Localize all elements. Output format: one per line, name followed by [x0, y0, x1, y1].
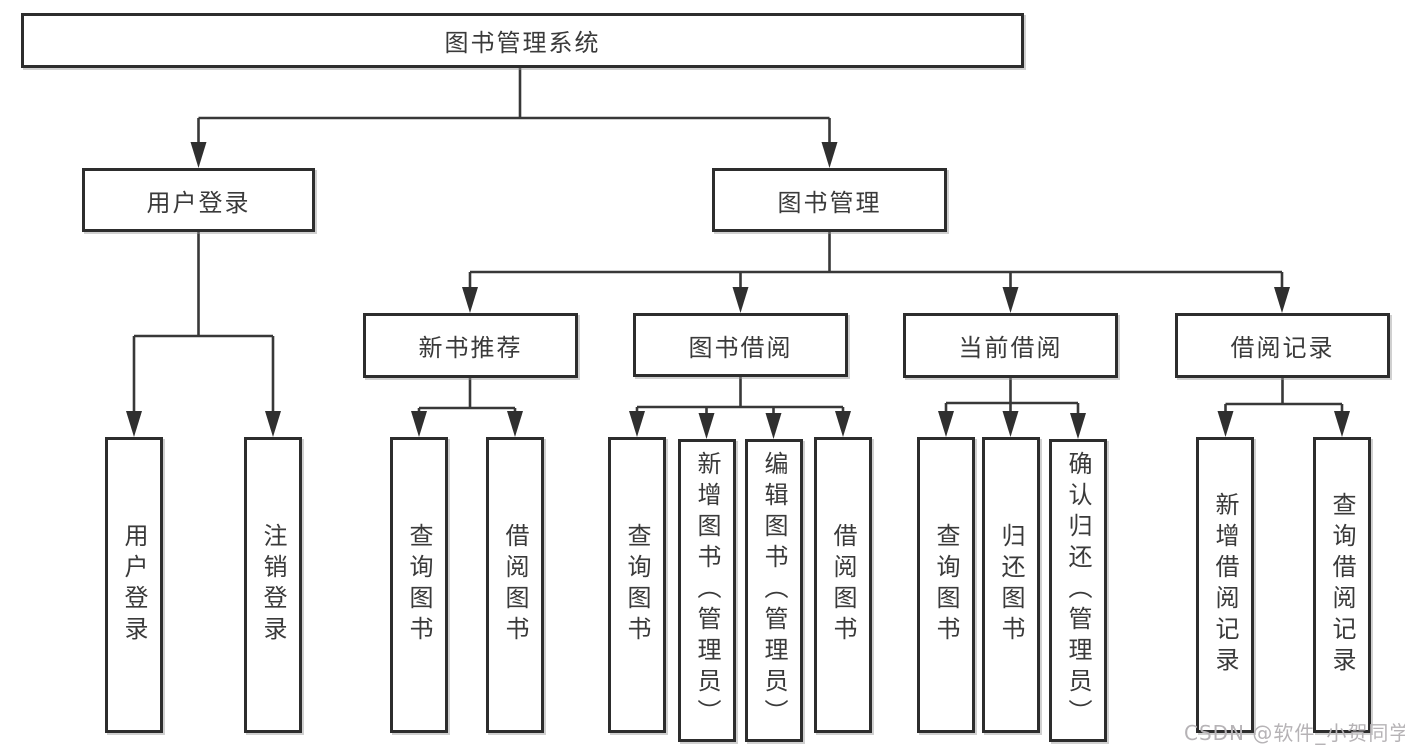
node-borrow-records: 借阅记录 — [1175, 313, 1390, 378]
leaf-confirm-return-admin: 确认归还（管理员） — [1049, 439, 1107, 742]
node-label: 借阅记录 — [1230, 334, 1335, 362]
node-label: 当前借阅 — [958, 334, 1063, 362]
node-label: 编辑图书（管理员） — [760, 451, 788, 730]
node-label: 用户登录 — [120, 523, 148, 647]
node-current-borrow: 当前借阅 — [903, 313, 1118, 378]
node-label: 查询图书 — [405, 523, 433, 647]
node-book-borrow: 图书借阅 — [633, 313, 848, 377]
leaf-query-books-recommend: 查询图书 — [390, 437, 448, 733]
node-label: 归还图书 — [997, 523, 1025, 647]
leaf-logout: 注销登录 — [244, 437, 302, 733]
leaf-query-books-current: 查询图书 — [917, 437, 975, 733]
node-label: 借阅图书 — [829, 523, 857, 647]
node-label: 查询借阅记录 — [1328, 492, 1356, 678]
node-book-management: 图书管理 — [712, 168, 947, 232]
leaf-add-book-admin: 新增图书（管理员） — [678, 439, 736, 742]
node-root: 图书管理系统 — [21, 13, 1024, 68]
leaf-query-borrow-record: 查询借阅记录 — [1313, 437, 1371, 733]
node-label: 查询图书 — [932, 523, 960, 647]
node-label: 用户登录 — [146, 188, 251, 217]
node-label: 图书管理 — [777, 188, 882, 217]
leaf-add-borrow-record: 新增借阅记录 — [1196, 437, 1254, 733]
node-label: 借阅图书 — [501, 523, 529, 647]
node-new-book-recommend: 新书推荐 — [363, 313, 578, 378]
node-user-login: 用户登录 — [82, 168, 315, 232]
watermark: CSDN @软件_小贺同学 — [1184, 721, 1405, 745]
leaf-edit-book-admin: 编辑图书（管理员） — [745, 439, 803, 742]
leaf-borrow-books: 借阅图书 — [814, 437, 872, 733]
leaf-return-books: 归还图书 — [982, 437, 1040, 733]
leaf-user-login: 用户登录 — [105, 437, 163, 733]
node-label: 新增图书（管理员） — [693, 451, 721, 730]
node-label: 图书管理系统 — [444, 29, 601, 57]
node-label: 确认归还（管理员） — [1064, 451, 1092, 730]
node-label: 注销登录 — [259, 523, 287, 647]
node-label: 新书推荐 — [418, 334, 523, 362]
leaf-query-books-borrow: 查询图书 — [608, 437, 666, 733]
node-label: 新增借阅记录 — [1211, 492, 1239, 678]
leaf-borrow-books-recommend: 借阅图书 — [486, 437, 544, 733]
node-label: 查询图书 — [623, 523, 651, 647]
node-label: 图书借阅 — [688, 333, 793, 362]
